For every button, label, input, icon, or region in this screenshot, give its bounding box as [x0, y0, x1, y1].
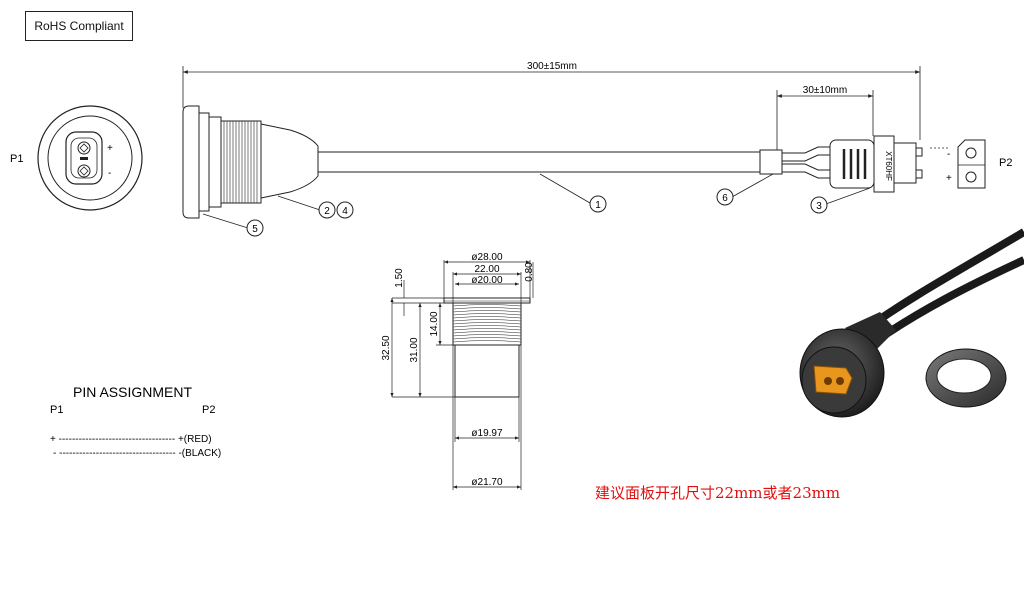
- callout-3: 3: [810, 187, 871, 214]
- dim-body-length: 31.00: [409, 337, 420, 362]
- p2-minus-mark: -: [947, 149, 950, 160]
- svg-text:6: 6: [722, 193, 728, 204]
- p2-end-view: - + P2: [930, 139, 1012, 189]
- pin-assignment: PIN ASSIGNMENT P1 P2 + -----------------…: [50, 384, 221, 459]
- callout-5: 5: [202, 213, 264, 237]
- lead-length-label: 30±10mm: [803, 85, 847, 96]
- callout-1: 1: [539, 173, 607, 213]
- cable-side-view: [182, 105, 923, 219]
- svg-text:3: 3: [816, 201, 822, 212]
- section-bottom-dimensions: [452, 345, 522, 490]
- panel-mount-section: [443, 297, 531, 398]
- dim-bottom-diameter: ø21.70: [471, 477, 503, 488]
- panel-cutout-note: 建议面板开孔尺寸22mm或者23mm: [595, 484, 841, 502]
- p1-plus-mark: +: [107, 143, 113, 154]
- section-top-dimensions: [443, 260, 531, 303]
- pin-col-p1: P1: [50, 404, 63, 416]
- svg-text:5: 5: [252, 224, 258, 235]
- dim-total-length: 32.50: [381, 335, 392, 360]
- callout-2: 2: [277, 195, 336, 219]
- total-length-dimension: [182, 66, 921, 140]
- pin-row-negative: - ----------------------------------- -(…: [53, 448, 221, 459]
- callout-6: 6: [716, 173, 774, 206]
- p1-minus-mark: -: [108, 168, 111, 179]
- p1-end-label: P1: [10, 153, 23, 165]
- svg-text:1: 1: [595, 200, 601, 211]
- rohs-badge: RoHS Compliant: [25, 11, 133, 41]
- dim-lip: 0.80: [524, 262, 535, 282]
- dim-flange-thickness: 1.50: [394, 268, 405, 288]
- svg-text:2: 2: [324, 206, 330, 217]
- dim-flange-diameter: ø28.00: [471, 252, 503, 263]
- p2-end-label: P2: [999, 157, 1012, 169]
- dim-body-diameter: ø19.97: [471, 428, 503, 439]
- svg-text:4: 4: [342, 206, 348, 217]
- xt60-marking: XT60HF: [884, 151, 893, 181]
- lead-length-dimension: [776, 90, 874, 150]
- p2-plus-mark: +: [946, 173, 952, 184]
- dim-inner-diameter: ø20.00: [471, 275, 503, 286]
- total-length-label: 300±15mm: [527, 61, 577, 72]
- pin-assignment-title: PIN ASSIGNMENT: [73, 384, 192, 400]
- callout-4: 4: [336, 201, 354, 219]
- rohs-label: RoHS Compliant: [34, 19, 124, 33]
- pin-row-positive: + ----------------------------------- +(…: [50, 434, 212, 445]
- pin-col-p2: P2: [202, 404, 215, 416]
- dim-thread-length: 14.00: [429, 311, 440, 336]
- p1-front-view: P1 + -: [10, 105, 143, 211]
- section-vertical-dimensions: [390, 262, 534, 398]
- product-photo: [799, 228, 1024, 418]
- dim-thread-top: 22.00: [474, 264, 499, 275]
